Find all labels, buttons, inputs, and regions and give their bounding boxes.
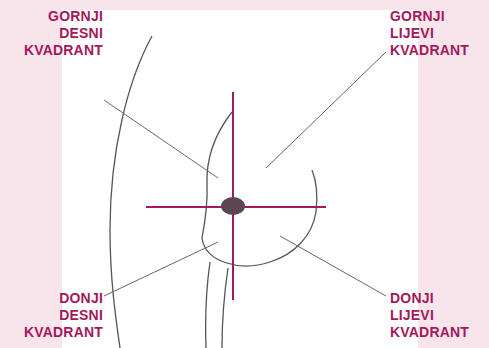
quadrant-label: DONJI DESNI KVADRANT xyxy=(24,290,103,341)
quadrant-label: GORNJI LIJEVI KVADRANT xyxy=(390,8,469,59)
quadrant-label: GORNJI DESNI KVADRANT xyxy=(24,8,103,59)
body-outline xyxy=(110,36,317,348)
quadrant-label: DONJI LIJEVI KVADRANT xyxy=(390,290,469,341)
nipple xyxy=(221,197,245,215)
quadrant-cross xyxy=(146,92,326,300)
white-panel xyxy=(62,10,418,348)
leader-lines xyxy=(104,52,386,296)
